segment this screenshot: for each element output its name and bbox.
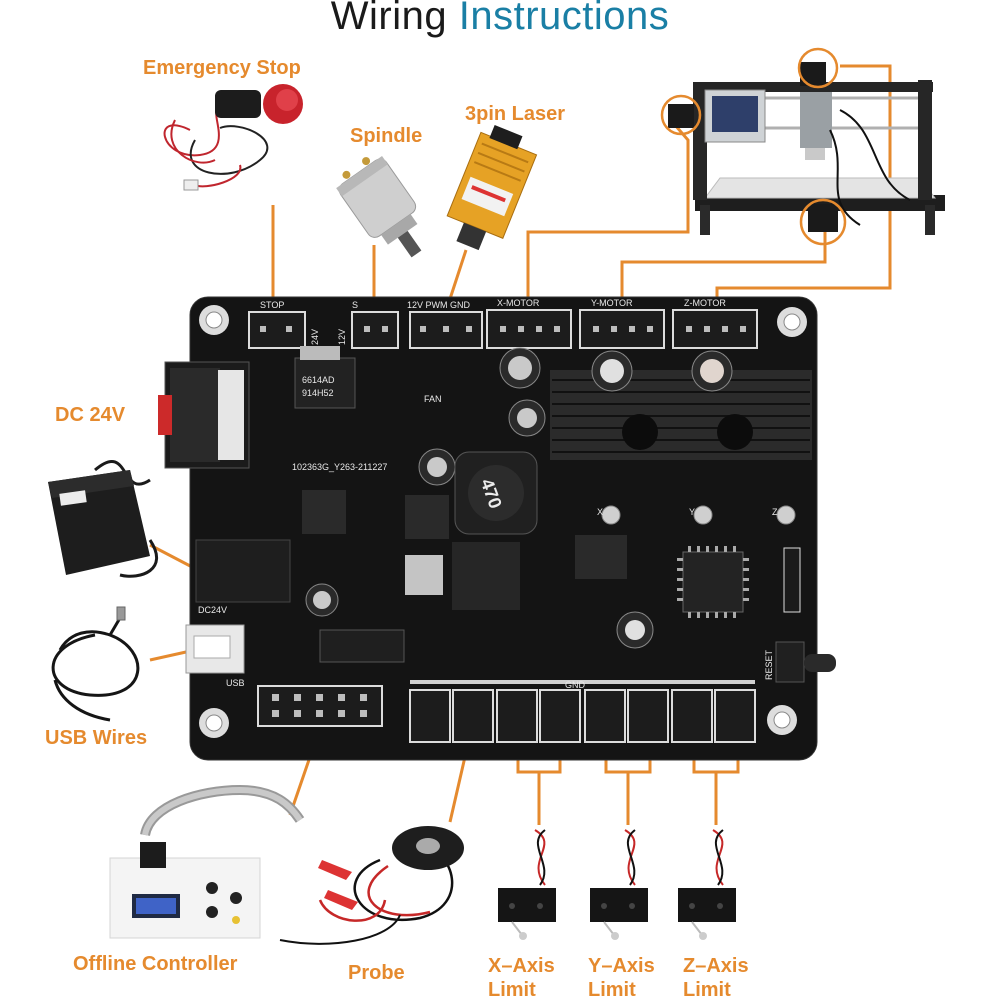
offline-controller-label: Offline Controller	[73, 953, 238, 975]
emergency-stop-image	[163, 84, 303, 191]
dc-adapter-image	[48, 460, 158, 578]
motor-highlight-circles	[660, 47, 847, 246]
z-motor-line	[715, 64, 892, 300]
silk-fan: FAN	[424, 394, 442, 404]
laser-label: 3pin Laser	[465, 103, 566, 125]
usb-line	[149, 650, 187, 662]
silk-pot-y: Y	[689, 507, 695, 517]
x-limit-label-line-2: Limit	[488, 979, 536, 1001]
x-motor-line	[526, 124, 690, 300]
silk-board-id: 102363G_Y263-211227	[292, 462, 387, 472]
silk-chip-2: 914H52	[302, 388, 334, 398]
y-limit-label: Y–Axis Limit	[588, 954, 655, 1002]
z-limit-label-line-2: Limit	[683, 979, 731, 1001]
silk-24v: 24V	[310, 329, 320, 345]
controller-board: STOP S 12V PWM GND X-MOTOR Y-MOTOR Z-MOT…	[158, 296, 836, 761]
probe-label: Probe	[348, 962, 405, 984]
x-limit-label: X–Axis Limit	[488, 954, 555, 1002]
z-limit-label: Z–Axis Limit	[683, 954, 749, 1002]
dc-line	[149, 543, 195, 570]
laser-line	[446, 249, 468, 306]
probe-image	[279, 826, 464, 945]
dc24v-label: DC 24V	[55, 404, 126, 426]
title-part-2: Instructions	[458, 0, 670, 38]
silk-pot-z: Z	[772, 507, 778, 517]
silk-chip-1: 6614AD	[302, 375, 335, 385]
y-motor-line	[620, 232, 827, 300]
z-limit-switch-image	[678, 829, 736, 940]
title-part-1: Wiring	[330, 0, 448, 38]
silk-x-motor: X-MOTOR	[497, 298, 540, 308]
emergency-stop-label: Emergency Stop	[143, 57, 301, 79]
silk-laser-pins: 12V PWM GND	[407, 300, 471, 310]
silk-12v: 12V	[337, 329, 347, 345]
silk-dc24v: DC24V	[198, 605, 227, 615]
spindle-image	[336, 156, 422, 258]
silk-usb: USB	[226, 678, 245, 688]
usb-cable-image	[51, 606, 140, 722]
x-limit-label-line-1: X–Axis	[488, 955, 555, 977]
z-limit-label-line-1: Z–Axis	[683, 955, 749, 977]
usb-wires-label: USB Wires	[45, 727, 148, 749]
y-limit-label-line-1: Y–Axis	[588, 955, 655, 977]
x-limit-switch-image	[498, 829, 556, 940]
silk-y-motor: Y-MOTOR	[591, 298, 633, 308]
silk-pot-x: X	[597, 507, 603, 517]
y-limit-label-line-2: Limit	[588, 979, 636, 1001]
offline-controller-image	[109, 784, 305, 939]
y-limit-switch-image	[590, 829, 648, 940]
silk-reset: RESET	[764, 649, 774, 680]
spindle-label: Spindle	[350, 125, 423, 147]
page-title: Wiring Instructions	[0, 0, 1000, 39]
laser-image	[446, 125, 538, 251]
silk-spindle: S	[352, 300, 358, 310]
silk-stop: STOP	[260, 300, 284, 310]
silk-z-motor: Z-MOTOR	[684, 298, 726, 308]
silk-gnd: GND	[565, 680, 586, 690]
